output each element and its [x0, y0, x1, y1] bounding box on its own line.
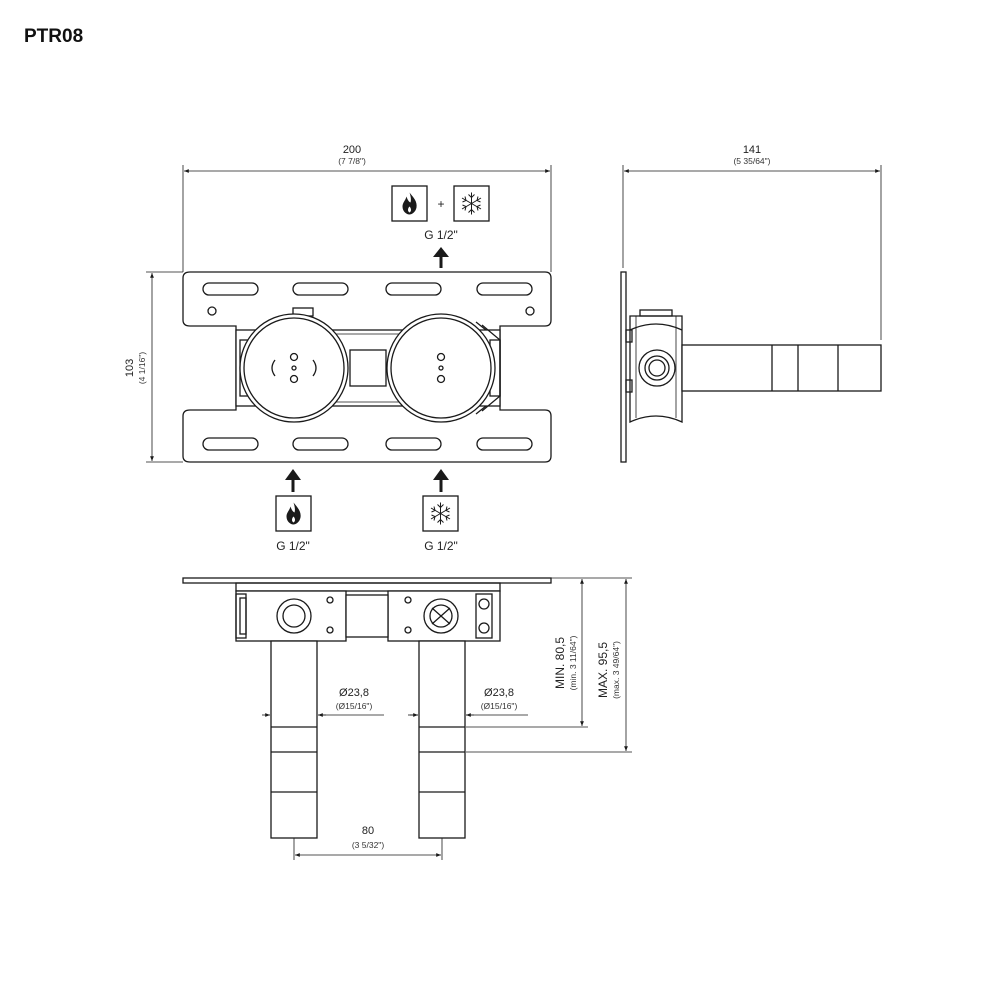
arrow-up-icon [433, 469, 449, 480]
min-max-dimensions: MIN. 80,5 (min. 3 11/64") MAX. 95,5 (max… [466, 577, 632, 753]
hot-inlet-label: G 1/2" [276, 539, 310, 553]
bottom-view: Ø23,8 (Ø15/16") Ø23,8 (Ø15/16") 80 (3 5/… [182, 577, 632, 860]
height-dimension: 103 (4 1/16") [124, 271, 183, 463]
top-outlet: + G 1/2" [391, 185, 490, 268]
plate-slots [202, 282, 535, 451]
plus-sign: + [437, 197, 444, 211]
hot-pipe [270, 640, 318, 839]
bottom-plate [182, 577, 552, 584]
spacing-dimension: 80 (3 5/32") [293, 825, 443, 860]
max-dim-value: MAX. 95,5 [596, 642, 610, 698]
cold-pipe [418, 640, 466, 839]
hot-valve-disc [239, 313, 349, 423]
pipe-left-dim-value: Ø23,8 [339, 687, 369, 699]
front-view: 200 (7 7/8") 103 (4 1/16") + G 1/2" [124, 144, 552, 553]
cold-valve-disc [386, 313, 501, 423]
hot-inlet: G 1/2" [275, 469, 312, 553]
width-dim-value: 200 [343, 144, 361, 156]
spacing-dim-imperial: (3 5/32") [352, 840, 384, 850]
depth-dimension: 141 (5 35/64") [622, 144, 882, 340]
arrow-up-icon [433, 247, 449, 257]
page-title: PTR08 [24, 26, 84, 47]
height-dim-imperial: (4 1/16") [137, 352, 147, 384]
pipe-right-diameter: Ø23,8 (Ø15/16") [408, 687, 528, 717]
pipe-left-dim-imperial: (Ø15/16") [336, 701, 373, 711]
arrow-up-icon [285, 469, 301, 480]
width-dimension: 200 (7 7/8") [182, 144, 552, 272]
side-stem [681, 344, 882, 392]
height-dim-value: 103 [124, 359, 136, 377]
min-dim-imperial: (min. 3 11/64") [568, 635, 578, 690]
width-dim-imperial: (7 7/8") [338, 156, 366, 166]
min-dim-value: MIN. 80,5 [553, 637, 567, 689]
pipe-right-dim-value: Ø23,8 [484, 687, 514, 699]
spacing-dim-value: 80 [362, 825, 374, 837]
pipe-left-diameter: Ø23,8 (Ø15/16") [262, 687, 384, 717]
depth-dim-value: 141 [743, 144, 761, 156]
top-outlet-label: G 1/2" [424, 228, 458, 242]
side-view: 141 (5 35/64") [620, 144, 882, 463]
cold-inlet-label: G 1/2" [424, 539, 458, 553]
plate-edge [620, 271, 627, 463]
depth-dim-imperial: (5 35/64") [733, 156, 770, 166]
max-dim-imperial: (max. 3 49/64") [611, 641, 621, 699]
cold-inlet: G 1/2" [422, 469, 459, 553]
pipe-right-dim-imperial: (Ø15/16") [481, 701, 518, 711]
